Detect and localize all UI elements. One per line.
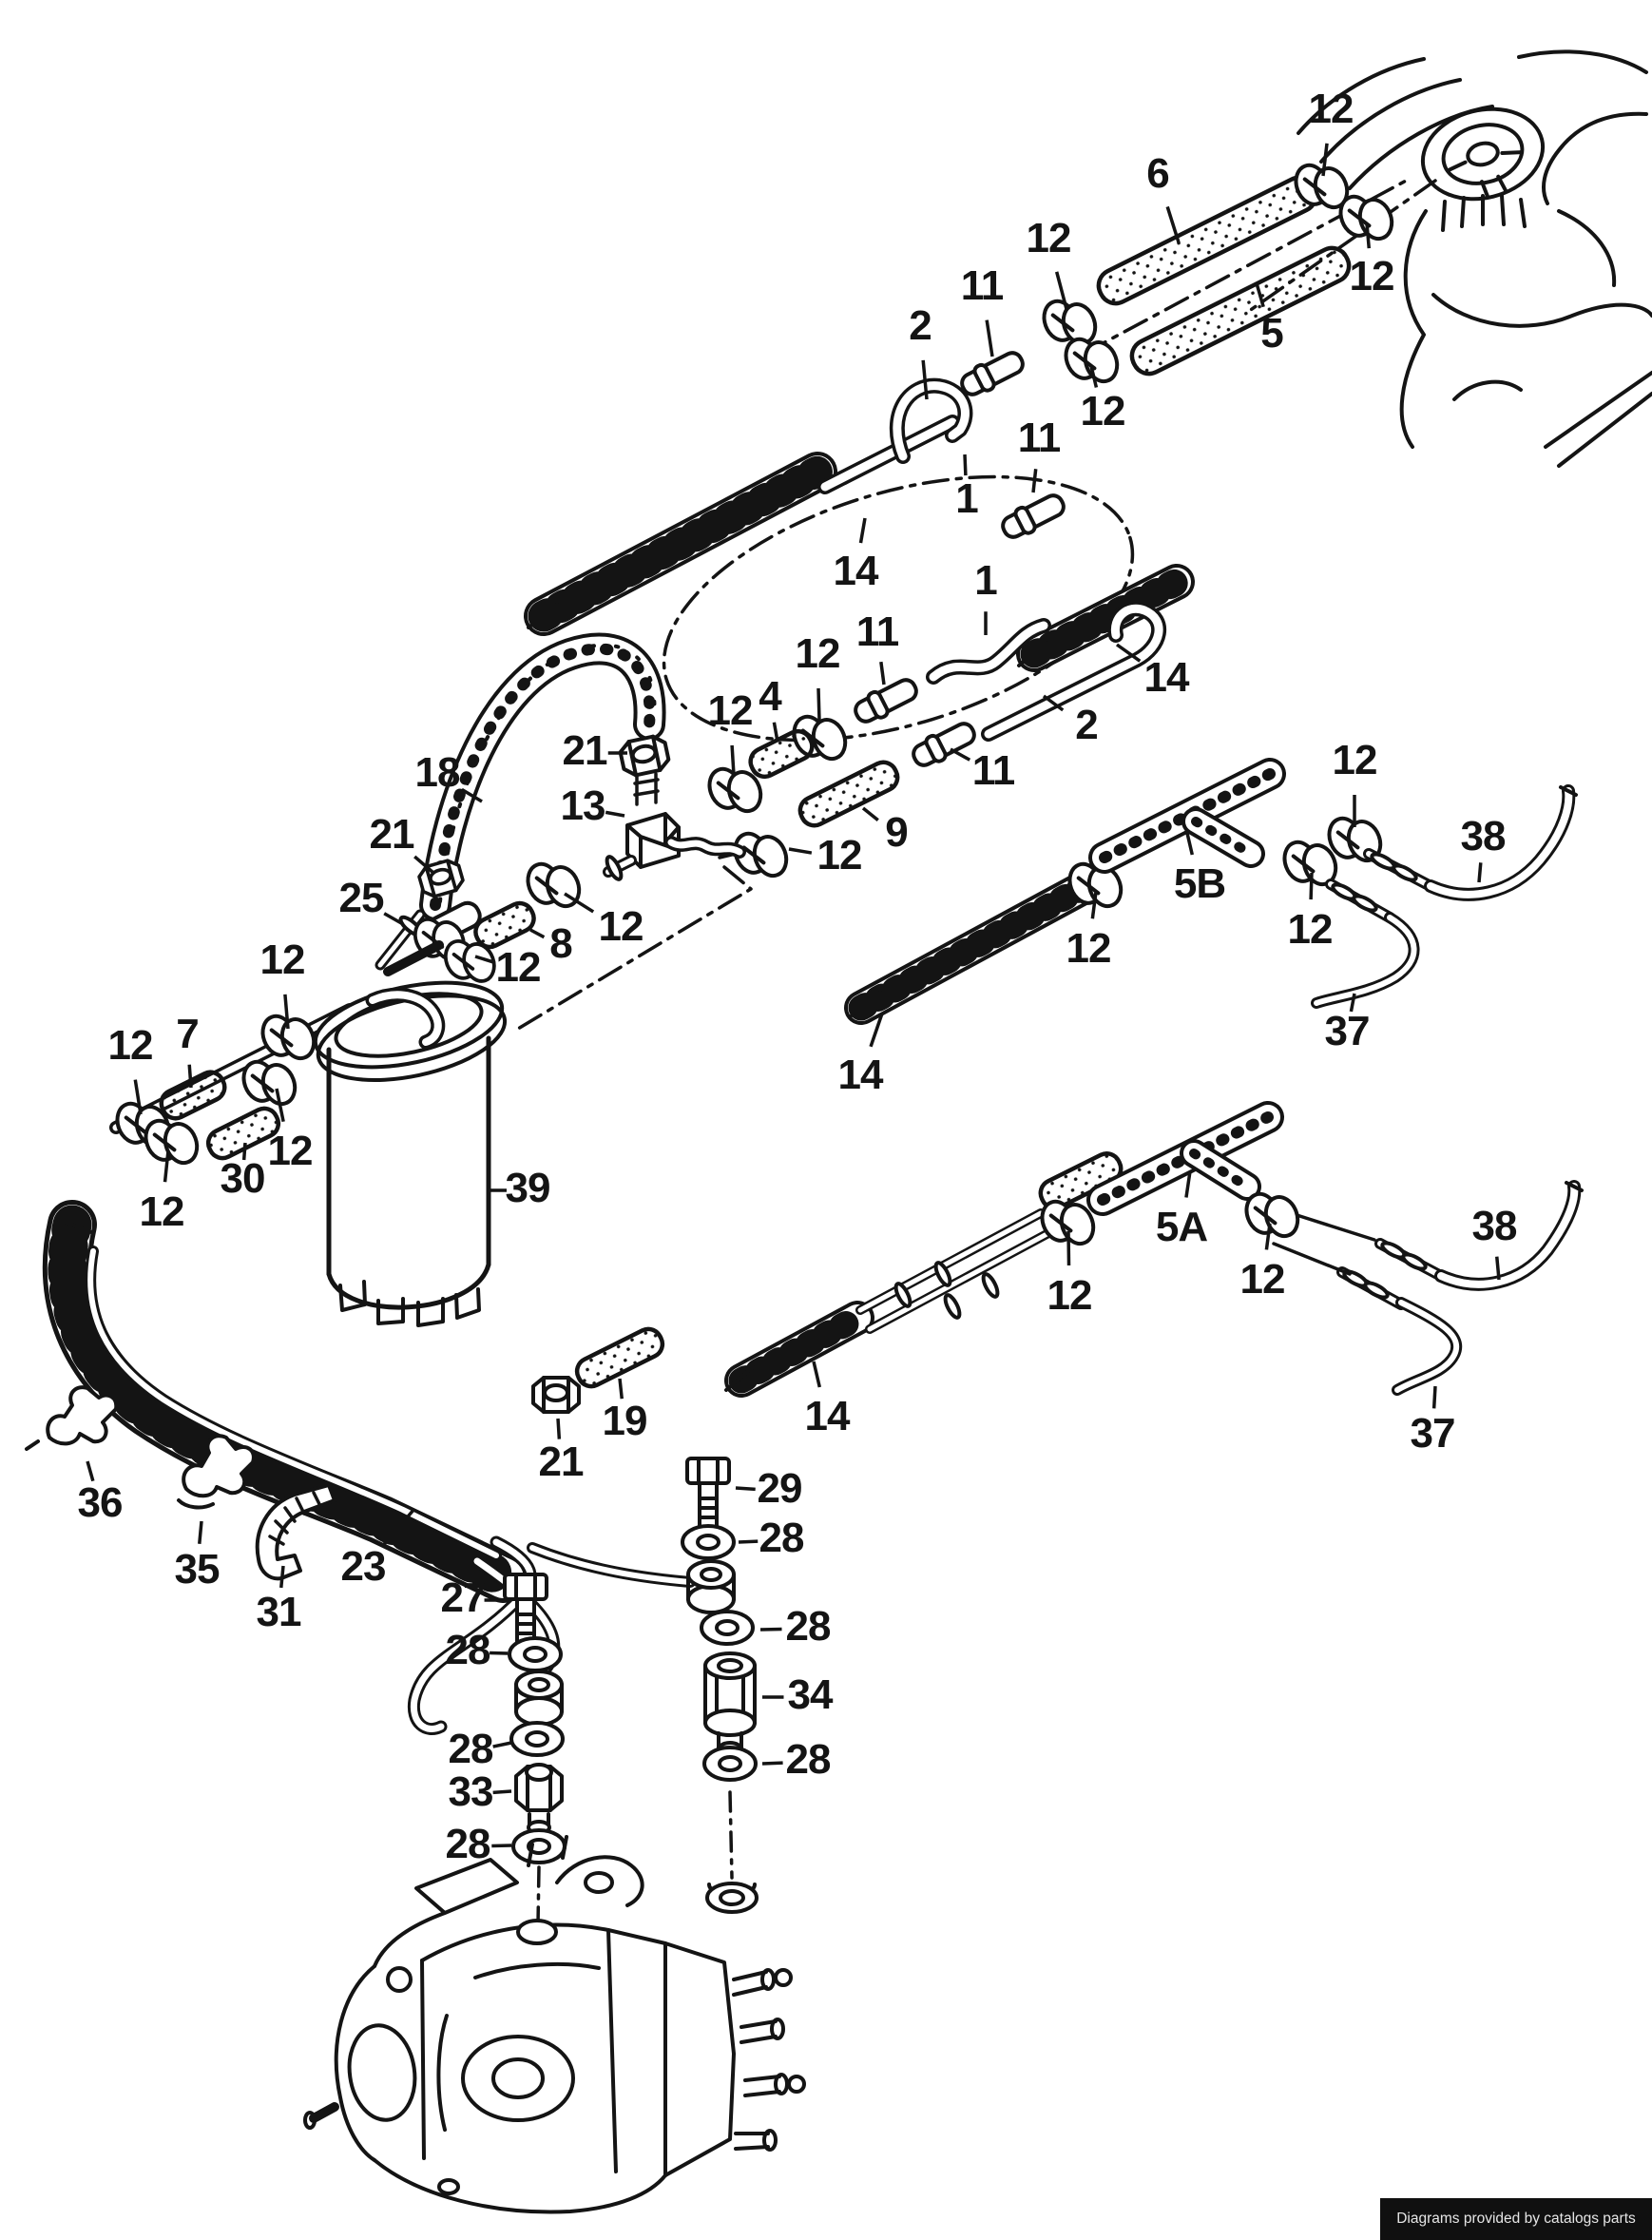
- part-callout-12: 12: [1026, 215, 1072, 262]
- supply-line-middle: [701, 582, 1177, 888]
- part-callout-5: 5: [1260, 310, 1284, 357]
- supply-line-upper: [528, 152, 1399, 628]
- part-callout-12: 12: [495, 944, 542, 992]
- part-callout-12: 12: [139, 1188, 185, 1236]
- part-callout-1: 1: [974, 557, 998, 605]
- part-callout-12: 12: [259, 937, 306, 984]
- engine-outline: [1243, 49, 1652, 468]
- part-callout-8: 8: [549, 920, 573, 968]
- footer-credit-bar: Diagrams provided by catalogs parts: [1380, 2198, 1652, 2240]
- part-callout-12: 12: [1239, 1256, 1286, 1303]
- part-callout-21: 21: [562, 727, 608, 775]
- tee-valve-assembly: [435, 646, 746, 950]
- part-callout-37: 37: [1324, 1008, 1371, 1055]
- part-callout-12: 12: [1066, 925, 1112, 973]
- part-callout-13: 13: [560, 782, 606, 830]
- part-callout-37: 37: [1410, 1410, 1456, 1458]
- part-callout-5B: 5B: [1173, 860, 1226, 908]
- part-callout-38: 38: [1471, 1203, 1518, 1250]
- part-callout-12: 12: [707, 687, 754, 735]
- part-callout-25: 25: [338, 875, 385, 922]
- union-34: [703, 1651, 757, 1758]
- vent-hose-19: [531, 1326, 665, 1414]
- part-callout-21: 21: [538, 1439, 585, 1486]
- part-callout-28: 28: [759, 1515, 805, 1562]
- part-callout-6: 6: [1146, 150, 1170, 198]
- part-callout-28: 28: [445, 1627, 491, 1674]
- part-callout-12: 12: [1308, 86, 1354, 133]
- part-callout-5A: 5A: [1155, 1204, 1208, 1251]
- part-callout-28: 28: [445, 1821, 491, 1868]
- part-callout-11: 11: [971, 747, 1016, 795]
- branch-hoses-5b: [852, 774, 1578, 1015]
- part-callout-12: 12: [795, 630, 841, 678]
- part-callout-12: 12: [1287, 906, 1334, 954]
- part-callout-14: 14: [804, 1393, 851, 1440]
- part-callout-34: 34: [787, 1671, 834, 1719]
- part-callout-11: 11: [1017, 415, 1062, 462]
- part-callout-31: 31: [256, 1589, 302, 1636]
- part-callout-30: 30: [220, 1155, 266, 1203]
- part-callout-12: 12: [1349, 253, 1395, 300]
- inlet-union-assembly: [375, 856, 501, 994]
- part-callout-12: 12: [1080, 388, 1126, 435]
- part-callout-28: 28: [448, 1726, 494, 1773]
- part-callout-27: 27: [440, 1574, 487, 1622]
- part-callout-12: 12: [107, 1022, 154, 1070]
- part-callout-12: 12: [267, 1128, 314, 1175]
- part-callout-29: 29: [757, 1465, 803, 1513]
- corrugated-hose-bottom: [724, 1208, 1055, 1390]
- part-callout-2: 2: [909, 302, 932, 350]
- part-callout-12: 12: [816, 832, 863, 879]
- part-callout-11: 11: [855, 608, 900, 656]
- retaining-clips: [25, 1385, 336, 1581]
- part-callout-28: 28: [785, 1603, 832, 1651]
- part-callout-12: 12: [598, 903, 644, 951]
- banjo-bolt-columns: [503, 1457, 758, 1926]
- nut-33: [514, 1763, 564, 1835]
- footer-credit-text: Diagrams provided by catalogs parts: [1396, 2211, 1636, 2227]
- part-callout-35: 35: [174, 1546, 221, 1593]
- part-callout-21: 21: [369, 811, 415, 859]
- part-callout-14: 14: [833, 548, 879, 595]
- part-callout-11: 11: [960, 262, 1005, 310]
- part-callout-36: 36: [77, 1479, 124, 1527]
- part-callout-19: 19: [602, 1398, 648, 1445]
- part-callout-2: 2: [1075, 702, 1099, 749]
- part-callout-14: 14: [1143, 654, 1190, 702]
- part-callout-7: 7: [176, 1011, 200, 1058]
- part-callout-33: 33: [448, 1768, 494, 1816]
- part-callout-39: 39: [505, 1165, 551, 1212]
- part-callout-9: 9: [885, 809, 909, 857]
- part-callout-4: 4: [759, 673, 782, 721]
- part-callout-28: 28: [785, 1736, 832, 1784]
- part-callout-14: 14: [837, 1052, 884, 1099]
- fuel-filter: [109, 980, 508, 1327]
- part-callout-1: 1: [955, 475, 979, 523]
- part-callout-12: 12: [1332, 737, 1378, 784]
- part-callout-23: 23: [340, 1543, 387, 1591]
- part-callout-38: 38: [1460, 813, 1507, 860]
- part-callout-18: 18: [414, 749, 461, 797]
- part-callout-12: 12: [1047, 1272, 1093, 1320]
- injection-pump: [303, 1835, 806, 2214]
- branch-hoses-5a: [1034, 1117, 1584, 1396]
